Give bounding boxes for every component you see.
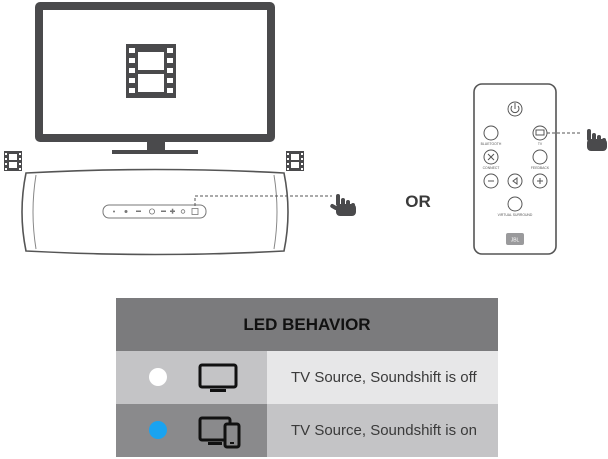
setup-illustration: BLUETOOTH TV CONNECT FEEDBACK VIRTUAL SU…	[4, 2, 607, 256]
hand-pointer-icon-remote	[587, 129, 607, 151]
tv-illustration	[35, 2, 275, 154]
soundbar-illustration	[21, 168, 332, 256]
led-behavior-table: LED BEHAVIOR TV Source, Soundshift is of…	[116, 298, 498, 458]
film-icon-right	[286, 151, 304, 171]
led-indicator-white	[149, 368, 167, 386]
tv-icon	[198, 363, 238, 392]
remote-label-connect: CONNECT	[483, 166, 500, 170]
or-label: OR	[405, 192, 431, 211]
remote-label-feedback: FEEDBACK	[531, 166, 550, 170]
film-icon-left	[4, 151, 22, 171]
remote-brand-logo: JBL	[511, 238, 520, 244]
led-row-description: TV Source, Soundshift is on	[267, 404, 498, 457]
film-icon	[126, 44, 176, 98]
remote-label-virtual-surround: VIRTUAL SURROUND	[498, 213, 533, 217]
remote-control-illustration: BLUETOOTH TV CONNECT FEEDBACK VIRTUAL SU…	[473, 83, 582, 255]
table-row: TV Source, Soundshift is on	[116, 404, 498, 457]
led-table-header: LED BEHAVIOR	[116, 298, 498, 351]
led-indicator-blue	[149, 421, 167, 439]
hand-pointer-icon	[330, 194, 356, 216]
tv-tablet-icon	[198, 416, 241, 449]
remote-label-tv: TV	[538, 142, 543, 146]
remote-label-bluetooth: BLUETOOTH	[481, 142, 502, 146]
led-row-description: TV Source, Soundshift is off	[267, 351, 498, 404]
table-row: TV Source, Soundshift is off	[116, 351, 498, 404]
